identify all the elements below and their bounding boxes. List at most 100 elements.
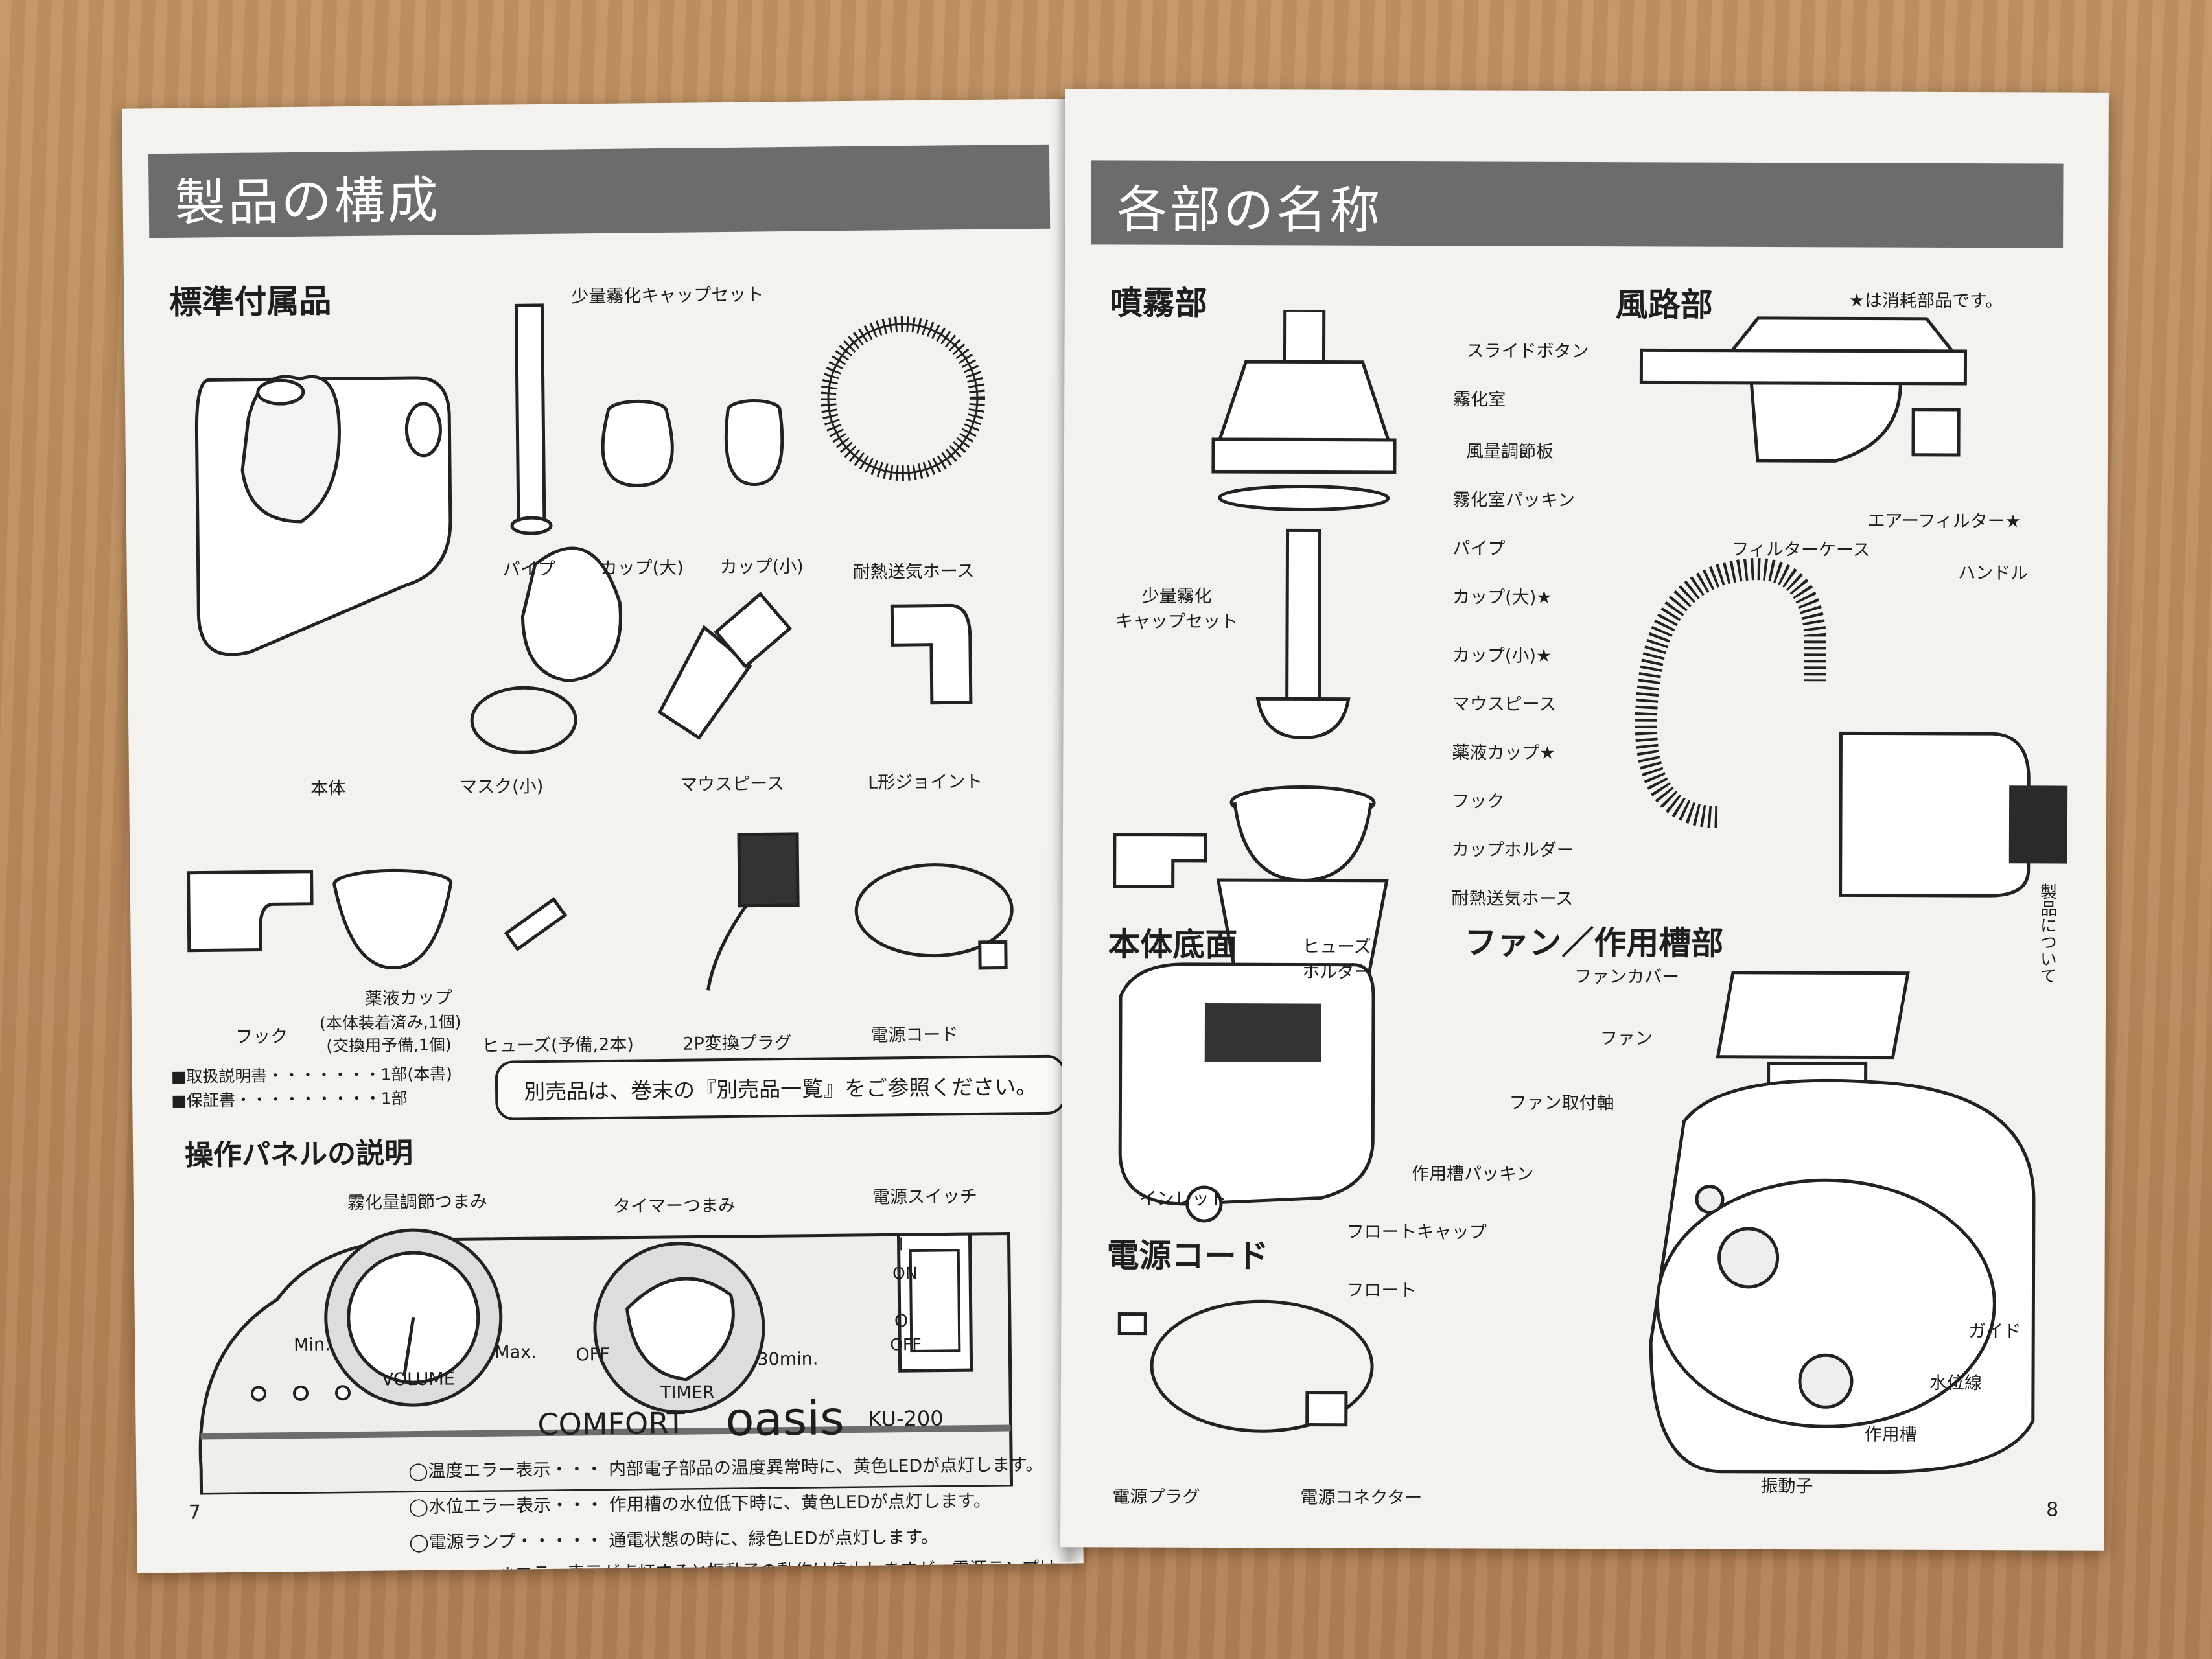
fan-illustration bbox=[1553, 953, 2086, 1486]
medicine-cup-illustration bbox=[324, 863, 461, 975]
cord-illustration bbox=[1112, 1275, 1391, 1476]
spray-part-mouthpiece: マウスピース bbox=[1452, 694, 1557, 715]
switch-on-symbol: I bbox=[898, 1235, 904, 1255]
indicator-note-water: ◯水位エラー表示・・・ 作用槽の水位低下時に、黄色LEDが点灯します。 bbox=[408, 1491, 992, 1518]
control-panel-drawing bbox=[185, 1214, 1024, 1497]
pipe-illustration bbox=[500, 299, 561, 546]
power-switch-label: 電源スイッチ bbox=[872, 1186, 978, 1208]
spray-part-pipe: パイプ bbox=[1452, 539, 1506, 559]
spray-part-hose: 耐熱送気ホース bbox=[1451, 888, 1574, 909]
spray-unit-illustration bbox=[1205, 308, 1402, 997]
medicine-cup-label: 薬液カップ bbox=[364, 988, 452, 1009]
cup-small-label: カップ(小) bbox=[719, 556, 804, 578]
switch-on-text: ON bbox=[892, 1263, 918, 1283]
pipe-label: パイプ bbox=[502, 559, 555, 580]
spray-part-hook: フック bbox=[1452, 791, 1505, 812]
spray-part-cup-small: カップ(小)★ bbox=[1452, 645, 1552, 666]
document-1: ■取扱説明書・・・・・・・1部(本書) bbox=[170, 1064, 453, 1086]
side-tab bbox=[2008, 785, 2068, 864]
air-part-handle: ハンドル bbox=[1958, 563, 2029, 584]
mask-label: マスク(小) bbox=[460, 776, 544, 798]
fan-part-float-cap: フロートキャップ bbox=[1346, 1222, 1487, 1243]
air-part-slide-button: スライドボタン bbox=[1466, 341, 1589, 362]
cup-large-illustration bbox=[588, 395, 687, 493]
right-title-band: 各部の名称 bbox=[1091, 160, 2064, 248]
right-page: 各部の名称 噴霧部 風路部 ★は消耗部品です。 霧化室 霧化室パッキン パイプ … bbox=[1060, 89, 2109, 1551]
spray-section-heading: 噴霧部 bbox=[1110, 284, 1207, 322]
volume-knob-label: 霧化量調節つまみ bbox=[347, 1191, 488, 1214]
air-part-damper: 風量調節板 bbox=[1465, 441, 1554, 462]
fan-part-fan: ファン bbox=[1600, 1028, 1653, 1049]
document-2: ■保証書・・・・・・・・・1部 bbox=[171, 1089, 408, 1110]
l-joint-illustration bbox=[872, 586, 990, 717]
indicator-note-power: ◯電源ランプ・・・・・ 通電状態の時に、緑色LEDが点灯します。 bbox=[409, 1527, 938, 1553]
panel-timer-off: OFF bbox=[576, 1344, 610, 1365]
fan-part-vibrator: 振動子 bbox=[1760, 1476, 1813, 1497]
plug-adapter-illustration bbox=[687, 821, 819, 1004]
mouthpiece-illustration bbox=[646, 568, 816, 765]
cup-large-label: カップ(大) bbox=[600, 557, 684, 579]
panel-heading: 操作パネルの説明 bbox=[184, 1137, 413, 1172]
brand-oasis: oasis bbox=[725, 1391, 845, 1447]
cord-part-connector: 電源コネクター bbox=[1300, 1487, 1423, 1509]
left-page-number: 7 bbox=[188, 1501, 202, 1524]
panel-volume: VOLUME bbox=[381, 1369, 455, 1390]
hook-label: フック bbox=[235, 1027, 288, 1047]
spray-part-packing: 霧化室パッキン bbox=[1452, 490, 1575, 511]
body-label: 本体 bbox=[310, 778, 346, 799]
brand-model: KU-200 bbox=[868, 1406, 944, 1432]
switch-off-text: OFF bbox=[890, 1334, 922, 1354]
cap-set-label: 少量霧化キャップセット bbox=[571, 284, 764, 307]
brand-comfort: COMFORT bbox=[537, 1405, 686, 1443]
hose-illustration bbox=[811, 294, 994, 510]
standard-accessories-heading: 標準付属品 bbox=[169, 282, 332, 321]
bottom-part-inlet: インレット bbox=[1139, 1189, 1228, 1210]
plug-adapter-label: 2P変換プラグ bbox=[682, 1032, 792, 1054]
medicine-cup-note-2: (交換用予備,1個) bbox=[326, 1035, 452, 1056]
power-cord-label: 電源コード bbox=[870, 1025, 959, 1046]
right-page-title: 各部の名称 bbox=[1117, 181, 1383, 240]
mask-illustration bbox=[463, 505, 647, 779]
fan-part-guide: ガイド bbox=[1968, 1321, 2021, 1342]
panel-timer-30min: 30min. bbox=[757, 1349, 819, 1370]
fan-part-water-line: 水位線 bbox=[1929, 1373, 1983, 1394]
l-joint-label: L形ジョイント bbox=[868, 771, 983, 793]
spray-part-medicine-cup: 薬液カップ★ bbox=[1452, 743, 1555, 763]
timer-knob-label: タイマーつまみ bbox=[612, 1195, 736, 1217]
cap-set-label-right: 少量霧化 キャップセット bbox=[1115, 586, 1239, 632]
fuse-illustration bbox=[500, 888, 572, 960]
side-tab-text: 製品について bbox=[2037, 883, 2057, 984]
medicine-cup-note-1: (本体装着済み,1個) bbox=[319, 1012, 461, 1033]
separate-items-note: 別売品は、巻末の『別売品一覧』をご参照ください。 bbox=[495, 1054, 1066, 1120]
fan-part-shaft: ファン取付軸 bbox=[1509, 1093, 1614, 1114]
fan-part-cover: ファンカバー bbox=[1574, 966, 1680, 988]
left-title-band: 製品の構成 bbox=[148, 144, 1051, 238]
power-cord-illustration bbox=[849, 851, 1019, 976]
air-unit-illustration bbox=[1628, 311, 1992, 481]
spray-part-cup-large: カップ(大)★ bbox=[1452, 587, 1552, 608]
hose-label: 耐熱送気ホース bbox=[852, 561, 975, 583]
left-page: 製品の構成 標準付属品 少量霧化キャップセット パイプ カップ(大) カップ bbox=[122, 99, 1084, 1573]
spray-part-cup-holder: カップホルダー bbox=[1451, 840, 1574, 861]
cord-section-heading: 電源コード bbox=[1106, 1236, 1269, 1275]
spray-part-chamber: 霧化室 bbox=[1453, 389, 1506, 410]
air-part-filter-case: フィルターケース bbox=[1731, 539, 1870, 561]
panel-timer: TIMER bbox=[660, 1382, 715, 1404]
fan-part-tank: 作用槽 bbox=[1864, 1424, 1917, 1445]
cord-part-plug: 電源プラグ bbox=[1112, 1487, 1200, 1507]
right-page-number: 8 bbox=[2046, 1498, 2059, 1522]
consumable-note: ★は消耗部品です。 bbox=[1848, 290, 2003, 312]
bottom-illustration bbox=[1107, 957, 1380, 1243]
hook-illustration bbox=[181, 852, 319, 964]
bottom-part-fuse-holder: ヒューズ ホルダー bbox=[1302, 936, 1373, 982]
switch-off-symbol: O bbox=[894, 1311, 909, 1332]
mouthpiece-label: マウスピース bbox=[680, 774, 784, 795]
panel-max: Max. bbox=[495, 1342, 537, 1363]
left-page-title: 製品の構成 bbox=[174, 171, 441, 233]
air-part-filter: エアーフィルター★ bbox=[1867, 511, 2021, 532]
hook-small-illustration bbox=[1108, 821, 1212, 893]
body-illustration bbox=[170, 325, 478, 691]
panel-min: Min. bbox=[294, 1334, 331, 1356]
body-with-hose-illustration bbox=[1627, 544, 2049, 909]
fuse-label: ヒューズ(予備,2本) bbox=[482, 1034, 634, 1056]
